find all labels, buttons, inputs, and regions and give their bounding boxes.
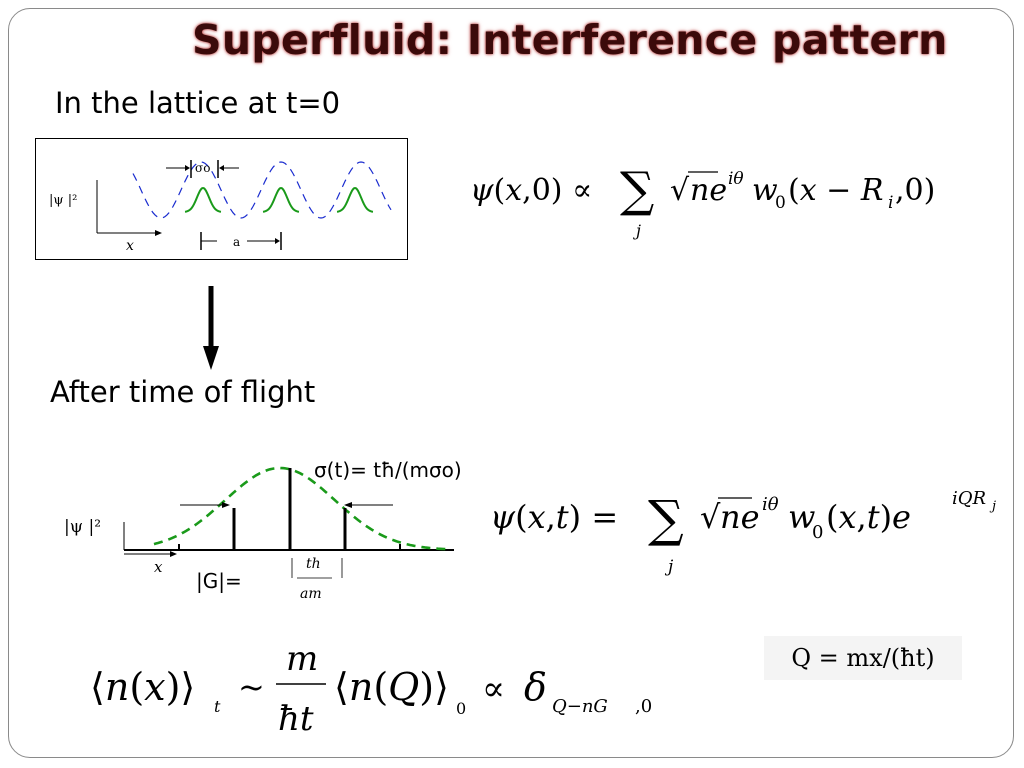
sigma-left-arrow-icon: [185, 165, 190, 171]
lattice-potential-wave: [132, 161, 392, 219]
svg-text:⟨n(x)⟩: ⟨n(x)⟩: [90, 665, 195, 709]
svg-text:j: j: [633, 221, 641, 240]
svg-text:~: ~: [238, 668, 265, 706]
right-peak-arrow-icon: [344, 502, 352, 508]
svg-text:iθ: iθ: [762, 494, 779, 515]
lattice-diagram-frame: [35, 138, 408, 260]
slide-frame: [8, 8, 1014, 758]
svg-text:ψ(x,0) ∝: ψ(x,0) ∝: [470, 173, 592, 208]
g-fraction-num: th: [306, 556, 321, 572]
equation-psi-initial: ψ(x,0) ∝ ∑ j √ ne iθ w 0 (x − R i ,0): [470, 162, 935, 240]
spacing-arrow-icon: [275, 238, 280, 244]
g-label: |G|=: [196, 569, 242, 593]
svg-text:0: 0: [456, 699, 466, 718]
svg-text:,0): ,0): [895, 173, 935, 208]
width-note: σ(t)= tħ/(mσo): [314, 458, 462, 482]
svg-text:ψ(x,t) =: ψ(x,t) =: [490, 498, 618, 536]
g-fraction-den: am: [300, 586, 322, 602]
svg-text:√: √: [700, 498, 721, 536]
q-definition: Q = mx/(ħt): [764, 636, 962, 680]
flight-x-label: x: [154, 558, 163, 576]
svg-text:Q−nG: Q−nG: [552, 696, 608, 717]
svg-text:w: w: [788, 498, 815, 536]
left-peak-arrow-icon: [222, 502, 230, 508]
svg-text:,0: ,0: [635, 696, 652, 717]
svg-text:(x − R: (x − R: [788, 173, 883, 208]
q-definition-text: Q = mx/(ħt): [791, 644, 935, 672]
svg-text:iθ: iθ: [728, 169, 744, 189]
flight-y-label: |ψ |²: [64, 517, 101, 537]
lattice-peak-1: [184, 186, 222, 213]
svg-text:m: m: [286, 639, 318, 679]
svg-text:0: 0: [812, 522, 823, 543]
flight-diagram: th am |ψ |² x: [64, 466, 454, 602]
sigma-label: σo: [195, 161, 210, 175]
svg-text:(x,t)e: (x,t)e: [826, 498, 911, 536]
slide-title: Superfluid: Interference pattern: [192, 16, 948, 64]
svg-text:i: i: [888, 193, 893, 213]
svg-text:iQR: iQR: [952, 488, 986, 509]
svg-text:δ: δ: [524, 665, 547, 709]
svg-text:∑: ∑: [620, 162, 654, 218]
svg-text:⟨n(Q)⟩: ⟨n(Q)⟩: [334, 665, 449, 709]
svg-text:ne: ne: [690, 173, 727, 208]
svg-text:√: √: [670, 173, 690, 208]
svg-text:j: j: [664, 557, 674, 577]
svg-text:w: w: [752, 173, 778, 208]
lattice-y-label: |ψ |²: [49, 193, 77, 208]
equation-density: ⟨n(x)⟩ t ~ m ħt ⟨n(Q)⟩ 0 ∝ δ Q−nG ,0: [90, 639, 652, 739]
svg-text:0: 0: [775, 193, 786, 213]
equation-psi-time: ψ(x,t) = ∑ j √ ne iθ w 0 (x,t)e iQR j: [490, 488, 996, 577]
sigma-right-arrow-icon: [219, 165, 224, 171]
svg-text:ne: ne: [720, 498, 760, 536]
spacing-label: a: [233, 235, 240, 249]
lattice-x-label: x: [126, 238, 134, 254]
svg-text:j: j: [989, 499, 996, 514]
svg-text:ħt: ħt: [278, 699, 314, 739]
lattice-x-arrow-icon: [155, 230, 162, 236]
flight-heading: After time of flight: [50, 375, 316, 409]
lattice-diagram: |ψ |² x σo a: [49, 160, 392, 254]
lattice-peak-2: [262, 186, 300, 213]
flight-envelope: [153, 466, 451, 551]
flight-x-arrow-icon: [170, 551, 177, 557]
svg-text:∑: ∑: [648, 490, 684, 548]
svg-text:∝: ∝: [482, 669, 505, 709]
svg-text:t: t: [214, 697, 221, 716]
lattice-peak-3: [336, 186, 374, 213]
down-arrow-icon: [203, 286, 219, 370]
lattice-heading: In the lattice at t=0: [55, 86, 341, 120]
